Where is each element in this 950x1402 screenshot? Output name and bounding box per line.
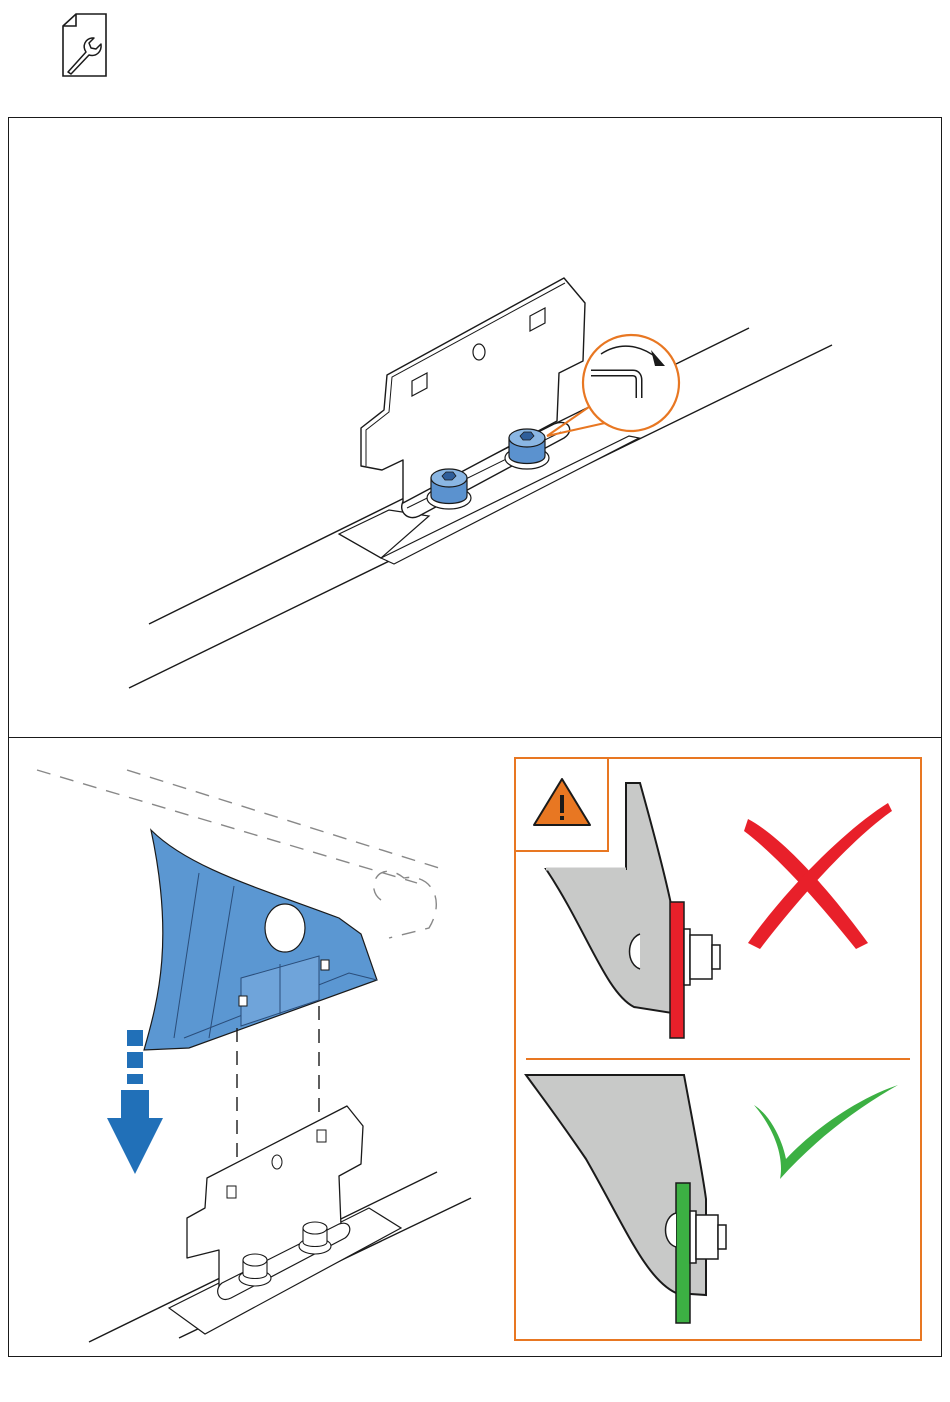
down-arrow-icon [107,1030,163,1174]
correct-check-icon [754,1085,898,1179]
step-tighten-panel [8,117,942,738]
step-mount-panel [8,737,942,1357]
check-box [514,757,922,1341]
bolt-right [505,429,549,469]
warning-triangle-icon [534,779,590,825]
bolt-left [427,469,471,509]
header-document-wrench-icon [60,12,108,78]
wrong-cross-icon [744,803,892,949]
tighten-illustration [9,118,941,737]
